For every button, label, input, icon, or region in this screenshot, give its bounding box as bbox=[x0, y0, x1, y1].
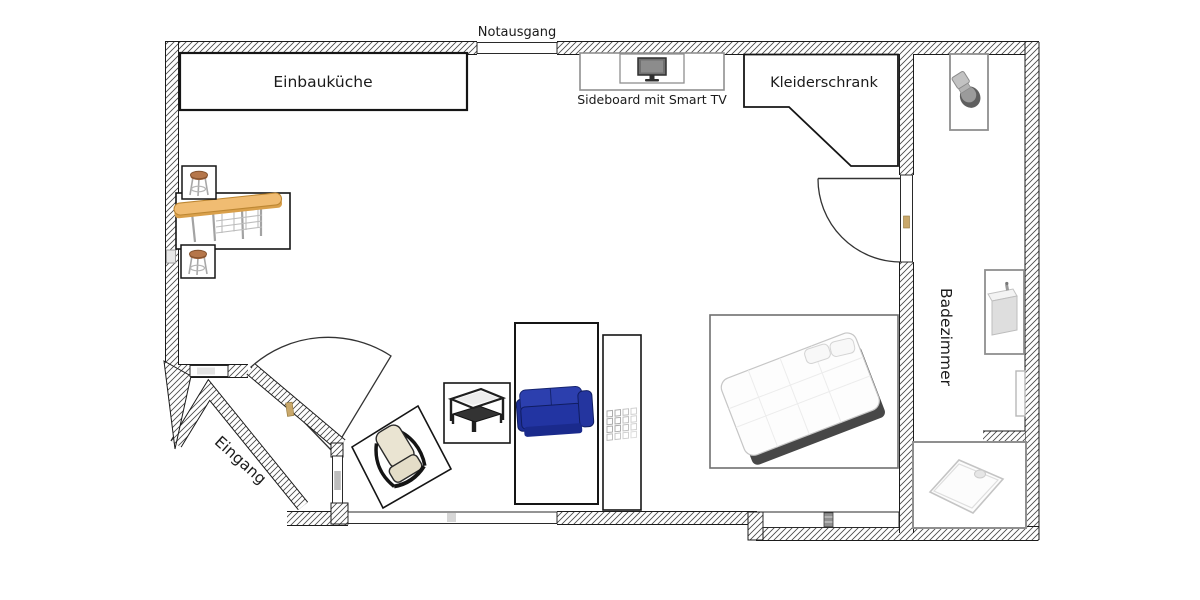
wall-fixture bbox=[166, 249, 176, 264]
wardrobe-label: Kleiderschrank bbox=[770, 75, 878, 91]
emergency-exit-label: Notausgang bbox=[478, 25, 556, 40]
bar-stool-icon bbox=[189, 170, 209, 197]
washbasin bbox=[984, 269, 1025, 355]
sofa-icon bbox=[515, 385, 595, 437]
toilet-icon bbox=[951, 71, 981, 108]
sideboard bbox=[579, 52, 725, 91]
bathroom-label: Badezimmer bbox=[937, 288, 955, 387]
window-band-left bbox=[347, 511, 558, 524]
sofa bbox=[514, 322, 599, 505]
coffee-table-icon bbox=[447, 387, 507, 432]
bar-stool bbox=[180, 244, 216, 279]
shower-tray-icon bbox=[928, 459, 1005, 514]
door-handle-icon bbox=[285, 401, 295, 417]
double-bed-icon bbox=[720, 332, 885, 465]
shower bbox=[912, 441, 1027, 529]
sideboard-label: Sideboard mit Smart TV bbox=[577, 92, 727, 107]
window-band-right bbox=[762, 511, 900, 528]
radiator bbox=[1015, 370, 1026, 417]
bar-table bbox=[173, 192, 291, 250]
walls bbox=[163, 41, 1040, 541]
double-bed bbox=[709, 314, 899, 469]
bar-stool-icon bbox=[188, 249, 208, 276]
bar-table-icon bbox=[173, 192, 283, 243]
tv-icon bbox=[637, 57, 667, 82]
kitchen-unit bbox=[178, 51, 469, 112]
entrance-window bbox=[189, 365, 229, 377]
toilet bbox=[949, 53, 989, 131]
coffee-table bbox=[443, 382, 511, 444]
wardrobe bbox=[743, 53, 899, 167]
door-handle-icon bbox=[903, 215, 910, 229]
armchair bbox=[350, 404, 453, 510]
kitchen-label: Einbauküche bbox=[273, 73, 372, 91]
shelf-icon bbox=[606, 407, 637, 441]
washbasin-icon bbox=[987, 281, 1018, 336]
emergency-exit-door bbox=[476, 42, 558, 54]
entrance-door bbox=[332, 455, 343, 504]
bathroom-door-swing bbox=[817, 177, 901, 263]
entrance-door-swing bbox=[250, 336, 392, 454]
bar-stool bbox=[181, 165, 217, 200]
shelf bbox=[602, 334, 642, 511]
bathroom-door bbox=[900, 174, 913, 263]
armchair-icon bbox=[374, 424, 427, 489]
